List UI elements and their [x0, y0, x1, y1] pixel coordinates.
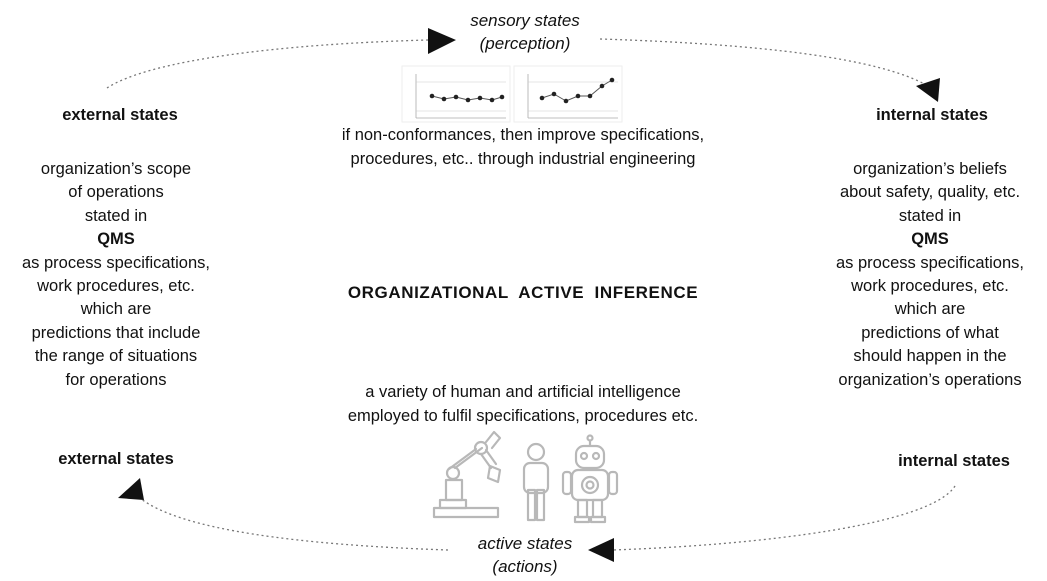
- intelligence-note: a variety of human and artificial intell…: [273, 381, 773, 428]
- robot-icon: [561, 434, 619, 524]
- right-line: predictions of what: [861, 323, 999, 342]
- improve-line-1: if non-conformances, then improve specif…: [341, 126, 705, 144]
- arc-external-to-sensory: [106, 39, 429, 89]
- arrowhead-to-active: [588, 538, 614, 562]
- perception-line: (perception): [479, 34, 571, 53]
- intelligence-line-2: employed to fulfil specifications, proce…: [347, 406, 699, 425]
- arrowhead-to-sensory: [428, 28, 456, 54]
- center-title-text: ORGANIZATIONAL ACTIVE INFERENCE: [347, 283, 699, 302]
- left-line: work procedures, etc.: [37, 277, 195, 296]
- external-states-heading-top: external states: [62, 106, 178, 124]
- internal-states-description: organization’s beliefs about safety, qua…: [812, 158, 1047, 392]
- left-line: predictions that include: [31, 323, 201, 342]
- active-states-line: active states: [477, 534, 573, 553]
- right-line: work procedures, etc.: [851, 277, 1009, 296]
- external-states-heading-bottom: external states: [58, 450, 174, 468]
- right-line: organization’s beliefs: [853, 160, 1007, 178]
- arrowhead-to-external: [118, 478, 144, 500]
- improve-note: if non-conformances, then improve specif…: [273, 124, 773, 171]
- robot-arm-icon: [432, 430, 502, 519]
- right-line: about safety, quality, etc.: [839, 183, 1021, 202]
- left-line: of operations: [68, 183, 164, 202]
- right-qms: QMS: [911, 230, 949, 249]
- internal-states-heading-top: internal states: [876, 106, 988, 124]
- left-qms: QMS: [97, 230, 135, 249]
- internal-states-heading-bottom: internal states: [898, 452, 1010, 470]
- actions-line: (actions): [492, 557, 558, 576]
- right-line: stated in: [898, 206, 962, 225]
- person-icon: [522, 442, 550, 522]
- external-states-description: organization’s scope of operations state…: [0, 158, 232, 392]
- left-line: organization’s scope: [40, 160, 192, 178]
- control-chart-trend-icon: [513, 65, 623, 123]
- active-states-label: active states (actions): [430, 532, 620, 578]
- left-line: as process specifications,: [21, 253, 210, 272]
- sensory-states-line: sensory states: [470, 11, 580, 30]
- arc-sensory-to-internal: [599, 38, 929, 87]
- left-line: the range of situations: [34, 347, 198, 366]
- improve-line-2: procedures, etc.. through industrial eng…: [350, 149, 696, 168]
- control-chart-icon: [401, 65, 511, 123]
- left-line: stated in: [84, 206, 148, 225]
- right-line: which are: [894, 300, 966, 319]
- left-line: for operations: [65, 370, 167, 389]
- left-line: which are: [80, 300, 152, 319]
- right-line: as process specifications,: [835, 253, 1024, 272]
- intelligence-line-1: a variety of human and artificial intell…: [365, 383, 681, 401]
- right-line: organization’s operations: [838, 370, 1022, 389]
- sensory-states-label: sensory states (perception): [430, 9, 620, 55]
- arc-internal-to-active: [611, 485, 956, 551]
- right-line: should happen in the: [853, 347, 1007, 366]
- arrowhead-to-internal: [916, 78, 940, 102]
- arc-active-to-external: [139, 497, 449, 551]
- organizational-active-inference-title: ORGANIZATIONAL ACTIVE INFERENCE: [273, 283, 773, 303]
